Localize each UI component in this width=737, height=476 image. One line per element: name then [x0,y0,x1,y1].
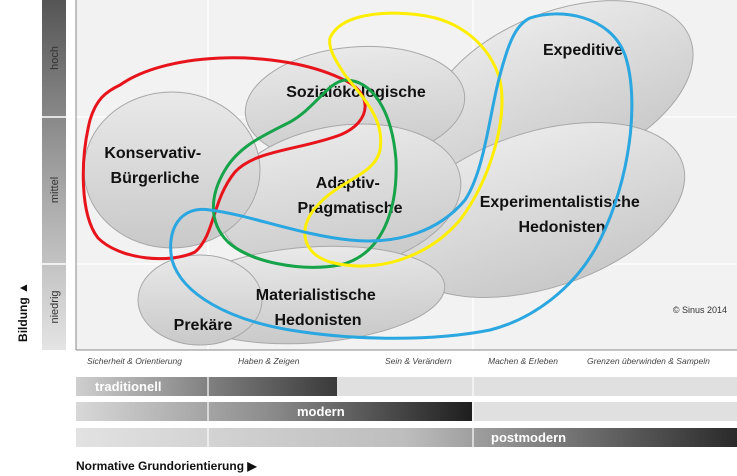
bar-label-traditionell: traditionell [95,379,161,394]
milieu-label-line: Hedonisten [518,219,605,236]
milieu-label-expeditive: Expeditive [543,42,623,59]
outline-yellow [303,11,504,268]
bar-postmodern [76,428,737,447]
y-level-hoch: hoch [49,46,61,70]
copyright-text: © Sinus 2014 [673,305,727,315]
y-level-mittel: mittel [49,177,61,203]
bar-dividers [207,377,474,447]
outline-green [211,78,398,269]
outline-red [81,56,367,261]
bar-modern [76,402,472,421]
x-category: Machen & Erleben [488,356,558,366]
milieu-label-prekaere: Prekäre [174,317,233,334]
x-category: Haben & Zeigen [238,356,300,366]
x-category: Sein & Verändern [385,356,452,366]
bar-traditionell-rest [337,377,737,396]
y-level-niedrig: niedrig [49,290,61,323]
x-axis-name: Normative Grundorientierung ▶ [76,459,257,473]
milieu-label-line: Pragmatische [298,200,403,217]
milieu-label-materialistische-hedonisten: Materialistische Hedonisten [256,287,381,329]
milieu-label-line: Hedonisten [274,312,361,329]
milieu-label-line: Materialistische [256,287,376,304]
milieu-label-line: Bürgerliche [111,170,200,187]
x-category: Grenzen überwinden & Sampeln [587,356,710,366]
x-category: Sicherheit & Orientierung [87,356,182,366]
bar-modern-rest [472,402,737,421]
ellipse-prekaere [137,254,263,346]
milieu-outlines [81,11,634,340]
milieu-label-konservativ-buergerliche: Konservativ- Bürgerliche [104,145,205,187]
outline-blue [169,12,634,340]
milieu-label-experimentalistische-hedonisten: Experimentalistische Hedonisten [480,194,645,236]
bar-label-modern: modern [297,404,345,419]
milieu-label-line: Konservativ- [104,145,201,162]
y-axis-bar [42,0,66,350]
y-axis-name: Bildung ▲ [16,282,30,342]
milieu-label-line: Experimentalistische [480,194,640,211]
bar-traditionell [76,377,337,396]
bar-label-postmodern: postmodern [491,430,566,445]
